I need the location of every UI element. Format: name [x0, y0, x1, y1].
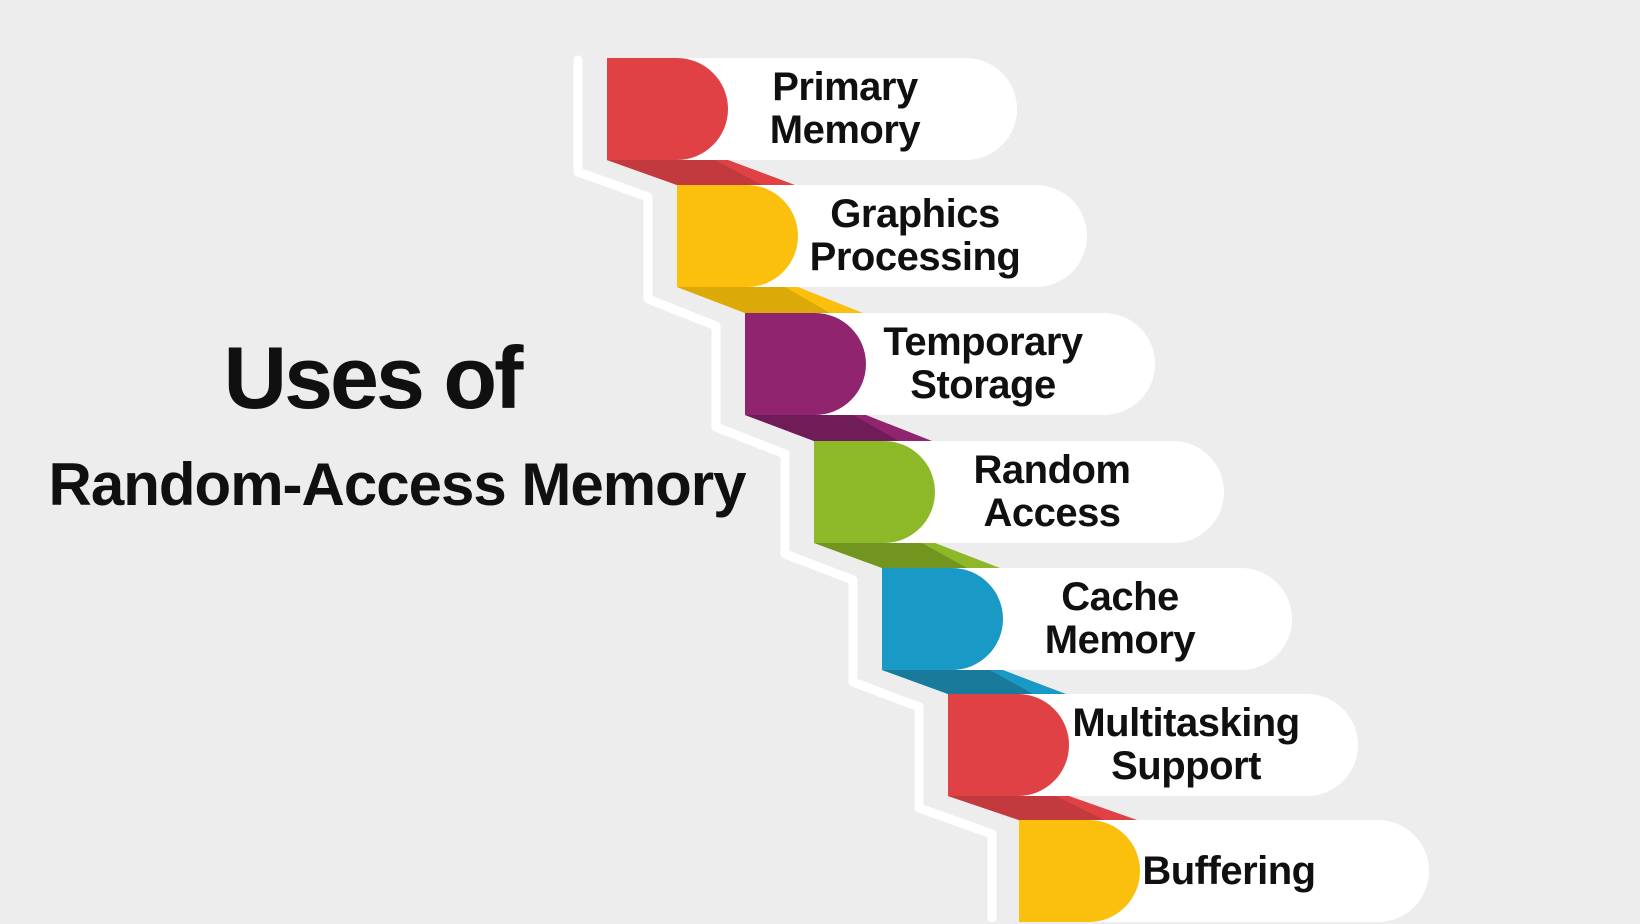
step-shape-cache-memory [882, 568, 1003, 670]
page-subtitle: Random-Access Memory [48, 451, 747, 518]
label-line: Storage [910, 363, 1056, 407]
ribbon-6 [948, 796, 1104, 820]
label-line: Buffering [1142, 848, 1316, 893]
label-line: Graphics [830, 192, 1000, 237]
step-shape-primary-memory [607, 58, 728, 160]
step-label-primary-memory: Primary Memory [725, 58, 965, 160]
label-line: Primary [772, 65, 918, 110]
step-label-random-access: Random Access [932, 441, 1172, 543]
ribbon-4 [814, 543, 967, 568]
label-line: Memory [1044, 618, 1196, 662]
label-line: Support [1111, 744, 1261, 788]
step-label-cache-memory: Cache Memory [1000, 568, 1240, 670]
label-line: Random [973, 448, 1132, 493]
ribbon-1 [607, 160, 762, 185]
step-label-buffering: Buffering [1109, 820, 1349, 922]
label-line: Cache [1061, 575, 1179, 620]
label-line: Processing [809, 235, 1021, 279]
stair-outline [573, 55, 997, 923]
label-line: Access [983, 491, 1121, 535]
page-title: Uses of [223, 328, 524, 427]
step-shape-random-access [814, 441, 935, 543]
step-shape-graphics-processing [677, 185, 798, 287]
step-shape-temporary-storage [745, 313, 866, 415]
label-line: Multitasking [1072, 701, 1300, 746]
step-label-graphics-processing: Graphics Processing [795, 185, 1035, 287]
label-line: Temporary [883, 320, 1083, 365]
step-label-multitasking-support: Multitasking Support [1066, 694, 1306, 796]
step-shape-multitasking-support [948, 694, 1069, 796]
ribbon-2 [677, 287, 830, 313]
step-shape-buffering [1019, 820, 1140, 922]
ribbon-5 [882, 670, 1033, 694]
step-label-temporary-storage: Temporary Storage [863, 313, 1103, 415]
ribbon-3 [745, 415, 899, 441]
label-line: Memory [769, 108, 921, 152]
